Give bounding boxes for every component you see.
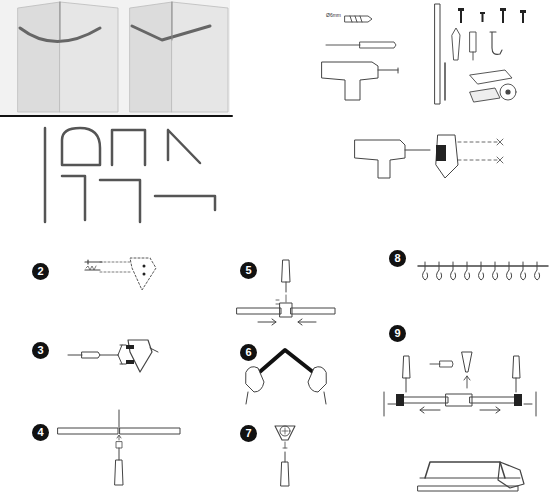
rod-shapes <box>45 128 215 222</box>
curtain-hook <box>437 262 442 280</box>
curtain-hook <box>535 262 540 280</box>
callout-text: 5 <box>245 265 251 276</box>
dimension-label: Ø6mm <box>326 13 341 18</box>
curtain-hook <box>465 262 470 280</box>
callout-text: 2 <box>37 266 43 277</box>
callout-number: 5 <box>240 262 257 279</box>
shower-scene <box>0 0 232 116</box>
callout-text: 8 <box>394 253 400 264</box>
step-6-figure <box>246 350 326 404</box>
drilling-figure <box>355 135 503 178</box>
curtain-hook <box>479 262 484 280</box>
callout-number: 8 <box>389 250 406 267</box>
callout-text: 7 <box>245 428 251 439</box>
hacksaw <box>418 462 524 491</box>
curtain-hook <box>493 262 498 280</box>
step-5-figure <box>237 260 335 325</box>
step-8-figure <box>418 262 548 280</box>
callout-number: 6 <box>240 344 257 361</box>
curtain-hook <box>507 262 512 280</box>
callout-text: 6 <box>245 347 251 358</box>
tools <box>322 4 526 104</box>
callout-number: 3 <box>32 342 49 359</box>
step-3-figure <box>68 340 158 372</box>
callout-number: 4 <box>32 424 49 441</box>
curtain-hook <box>451 262 456 280</box>
callout-text: 4 <box>37 427 43 438</box>
step-9-figure <box>384 352 536 416</box>
callout-number: 7 <box>240 425 257 442</box>
step-4-figure <box>58 410 180 485</box>
callout-text: 3 <box>37 345 43 356</box>
callout-number: 2 <box>32 263 49 280</box>
curtain-hook <box>521 262 526 280</box>
step-7-figure <box>275 426 295 486</box>
step-2-figure <box>85 258 156 290</box>
curtain-hook <box>423 262 428 280</box>
callout-text: 9 <box>394 328 400 339</box>
callout-number: 9 <box>389 325 406 342</box>
